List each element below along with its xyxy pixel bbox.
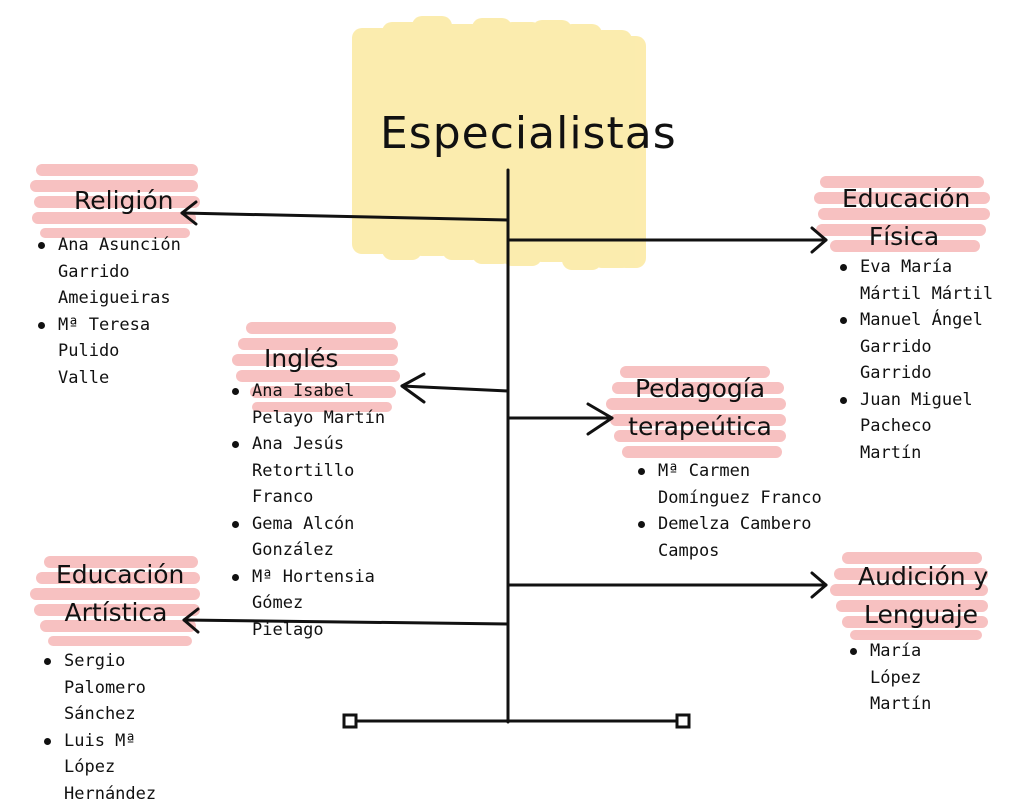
category-ingles-members: Ana Isabel Pelayo Martín Ana Jesús Retor… [230, 378, 412, 643]
category-fisica-name-line2: Física [842, 218, 966, 256]
category-religion-label: Religión [74, 182, 173, 220]
category-audicion-name-line2: Lenguaje [858, 596, 984, 634]
category-pedagogia-name-line2: terapeútica [628, 408, 772, 446]
list-item: Mª Teresa Pulido Valle [58, 312, 178, 392]
category-religion-members: Ana Asunción Garrido Ameigueiras Mª Tere… [36, 232, 198, 391]
list-item: Luis Mª López Hernández [64, 728, 194, 807]
base-end-right [677, 715, 689, 727]
category-artistica-name-line1: Educación [56, 556, 176, 594]
category-audicion-label: Audición y Lenguaje [858, 558, 984, 634]
list-item: Mª Carmen Domínguez Franco [658, 458, 828, 511]
list-item: Sergio Palomero Sánchez [64, 648, 214, 728]
list-item: Juan Miguel Pacheco Martín [860, 387, 1000, 467]
list-item: Gema Alcón González [252, 511, 372, 564]
category-ingles-name: Inglés [264, 344, 338, 373]
category-pedagogia-name-line1: Pedagogía [628, 370, 772, 408]
category-audicion-name-line1: Audición y [858, 558, 984, 596]
list-item: Ana Isabel Pelayo Martín [252, 378, 412, 431]
category-pedagogia-members: Mª Carmen Domínguez Franco Demelza Cambe… [636, 458, 828, 564]
branch-ingles [402, 386, 508, 391]
category-artistica-label: Educación Artística [56, 556, 176, 632]
list-item: Manuel Ángel Garrido Garrido [860, 307, 1010, 387]
list-item: María López Martín [870, 638, 980, 718]
list-item: Ana Jesús Retortillo Franco [252, 431, 412, 511]
category-fisica-name-line1: Educación [842, 180, 966, 218]
category-fisica-label: Educación Física [842, 180, 966, 256]
category-fisica-members: Eva María Mártil Mártil Manuel Ángel Gar… [838, 254, 1010, 466]
list-item: Ana Asunción Garrido Ameigueiras [58, 232, 198, 312]
category-artistica-name-line2: Artística [56, 594, 176, 632]
category-audicion-members: María López Martín [848, 638, 980, 718]
branch-religion [182, 213, 508, 220]
diagram-title: Especialistas [380, 108, 677, 159]
category-artistica-members: Sergio Palomero Sánchez Luis Mª López He… [42, 648, 214, 807]
list-item: Demelza Cambero Campos [658, 511, 818, 564]
category-ingles-label: Inglés [264, 340, 338, 378]
category-pedagogia-label: Pedagogía terapeútica [628, 370, 772, 446]
list-item: Mª Hortensia Gómez Pielago [252, 564, 382, 644]
category-religion-name: Religión [74, 186, 173, 215]
base-end-left [344, 715, 356, 727]
list-item: Eva María Mártil Mártil [860, 254, 1010, 307]
